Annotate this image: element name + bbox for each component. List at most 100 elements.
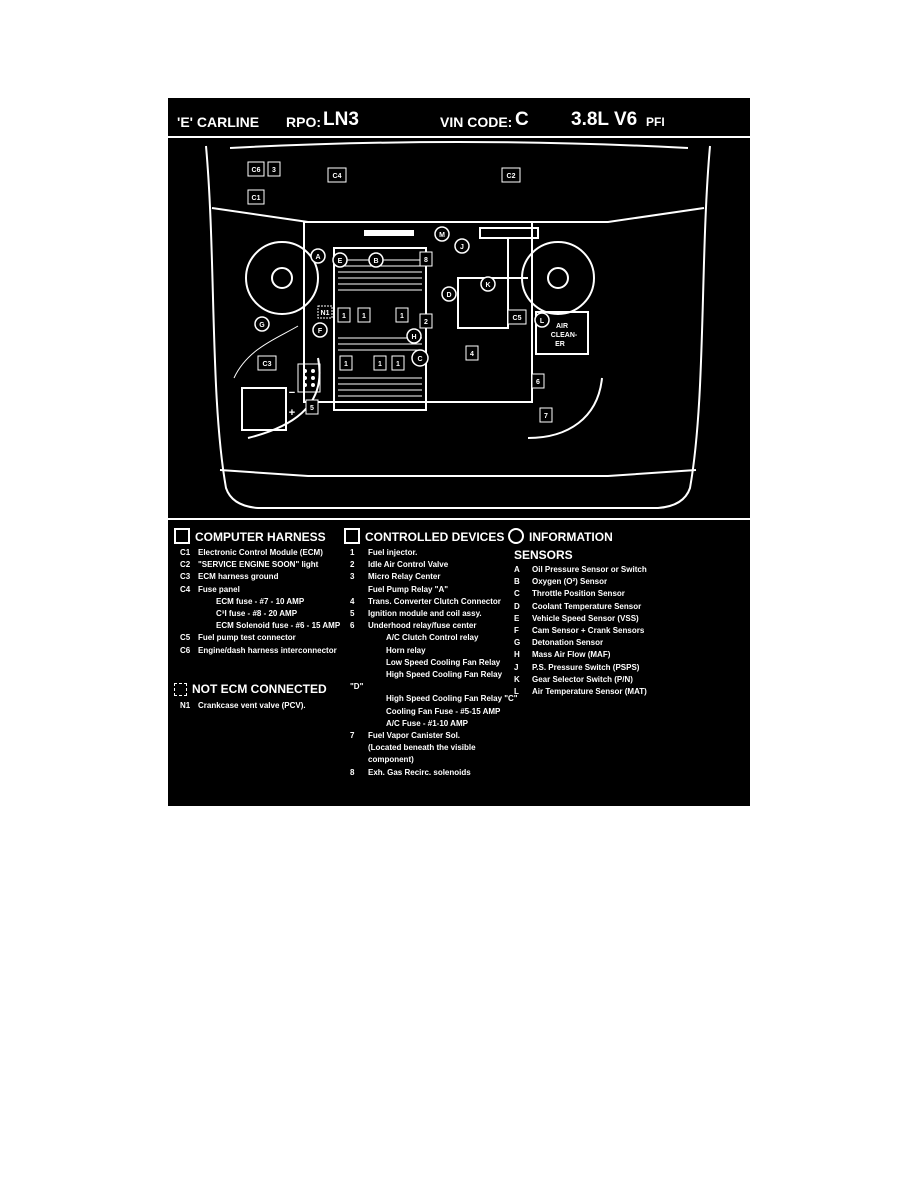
c1-label: C1 — [252, 195, 261, 202]
legend-item-text: Horn relay — [386, 645, 426, 655]
legend-item-text: Underhood relay/fuse center — [368, 621, 477, 631]
legend-item: G Detonation Sensor — [514, 637, 647, 649]
sensor-l-label: L — [540, 318, 545, 325]
rpo-label: RPO: — [286, 114, 321, 130]
legend-item-code: 8 — [350, 767, 355, 777]
legend-item-text: Vehicle Speed Sensor (VSS) — [532, 613, 639, 623]
legend-item-text: Mass Air Flow (MAF) — [532, 650, 611, 660]
radiator-support — [211, 207, 705, 223]
air-cleaner-box — [535, 311, 589, 355]
injector-1b-label: 1 — [362, 313, 366, 320]
component-locator-sheet: 'E' CARLINE RPO: LN3 VIN CODE: C 3.8L V6… — [168, 98, 750, 806]
legend-item-code: D — [514, 601, 520, 611]
sensor-h-label: H — [411, 334, 416, 341]
legend-item-code: A — [514, 565, 520, 574]
c6-label: C6 — [252, 167, 261, 174]
legend-item-text: component) — [368, 755, 414, 765]
legend-item-text: Gear Selector Switch (P/N) — [532, 674, 633, 684]
legend-item-text: ECM Solenoid fuse - #6 - 15 AMP — [216, 621, 341, 631]
legend-item-text: Electronic Control Module (ECM) — [198, 548, 323, 557]
injector-1d-label: 1 — [344, 361, 348, 368]
battery-positive-terminal: + — [289, 407, 295, 419]
square-icon — [174, 528, 190, 544]
legend-item-code: C5 — [180, 633, 191, 643]
legend-item-code: 1 — [350, 548, 355, 557]
legend-item: Horn relay — [350, 645, 518, 657]
legend-item-text: Air Temperature Sensor (MAT) — [532, 687, 647, 697]
legend-divider — [168, 518, 750, 520]
legend-item-text: A/C Fuse - #1-10 AMP — [386, 718, 468, 728]
engine-block — [303, 221, 533, 403]
sensor-c-label: C — [417, 356, 422, 363]
engine-size: 3.8L V6 — [571, 109, 638, 130]
sensor-d-label: D — [446, 292, 451, 299]
c3-label: C3 — [263, 361, 272, 368]
legend-item-code: L — [514, 687, 519, 697]
legend-item-text: Low Speed Cooling Fan Relay — [386, 657, 501, 667]
legend-item-code: 4 — [350, 596, 355, 606]
injector-1e-label: 1 — [378, 361, 382, 368]
legend-item-text: Throttle Position Sensor — [532, 589, 625, 599]
information-sensors-subheading: SENSORS — [514, 548, 573, 562]
c5-label: C5 — [513, 315, 522, 322]
pcv-n1-label: N1 — [321, 310, 330, 317]
canister-solenoid-7-label: 7 — [544, 413, 548, 420]
legend-item-code: 5 — [350, 609, 355, 619]
legend-item-text: Fuel pump test connector — [198, 633, 296, 643]
left-strut-tower — [245, 241, 319, 315]
legend-item-code: 2 — [350, 560, 355, 570]
legend-item-text: ECM harness ground — [198, 572, 279, 582]
legend-item-text: High Speed Cooling Fan Relay "C" — [386, 694, 518, 704]
legend-item-text: (Located beneath the visible — [368, 743, 476, 753]
legend-item-text: Fuel injector. — [368, 548, 418, 557]
air-cleaner-label-2: CLEAN- — [551, 332, 578, 339]
legend-item: A/C Clutch Control relay — [350, 632, 518, 644]
legend-item: component) — [350, 754, 518, 766]
fuel-system: PFI — [646, 115, 665, 129]
rpo-value: LN3 — [323, 109, 359, 130]
legend-item-text: Engine/dash harness interconnector — [198, 645, 337, 655]
sensor-k-label: K — [485, 282, 490, 289]
egr-solenoid-8-label: 8 — [424, 257, 428, 264]
not-ecm-connected-heading: NOT ECM CONNECTED — [174, 682, 327, 696]
legend-item-code: N1 — [180, 701, 191, 710]
sensor-f-label: F — [318, 328, 323, 335]
header-divider — [168, 136, 750, 138]
legend-item: C2"SERVICE ENGINE SOON" light — [180, 559, 340, 571]
fuse-block-top — [479, 227, 539, 239]
legend-item-code: C3 — [180, 572, 191, 582]
legend-item-code: J — [514, 662, 519, 672]
legend-item-code: 6 — [350, 621, 355, 631]
legend-item-text: Oxygen (O²) Sensor — [532, 577, 608, 587]
legend-item: ECM fuse - #7 - 10 AMP — [180, 596, 340, 608]
legend-item-text: Trans. Converter Clutch Connector — [368, 596, 501, 606]
battery-negative-terminal: − — [289, 387, 295, 399]
dashed-square-icon — [174, 683, 187, 696]
legend-item-text: Detonation Sensor — [532, 638, 604, 648]
vin-code-label: VIN CODE: — [440, 114, 513, 130]
intake-manifold — [333, 247, 427, 411]
front-bumper-line — [219, 469, 697, 477]
information-sensors-heading: INFORMATION — [508, 528, 613, 544]
legend-item: C5 Fuel pump test connector — [180, 632, 340, 644]
legend-item-code: C6 — [180, 645, 191, 655]
legend-item-code: E — [514, 613, 520, 623]
legend-item-text: "SERVICE ENGINE SOON" light — [198, 560, 319, 570]
legend-item-code: G — [514, 638, 521, 648]
sensor-e-label: E — [338, 258, 343, 265]
legend-item-text: Fuel Pump Relay "A" — [368, 584, 449, 594]
injector-1c-label: 1 — [400, 313, 404, 320]
